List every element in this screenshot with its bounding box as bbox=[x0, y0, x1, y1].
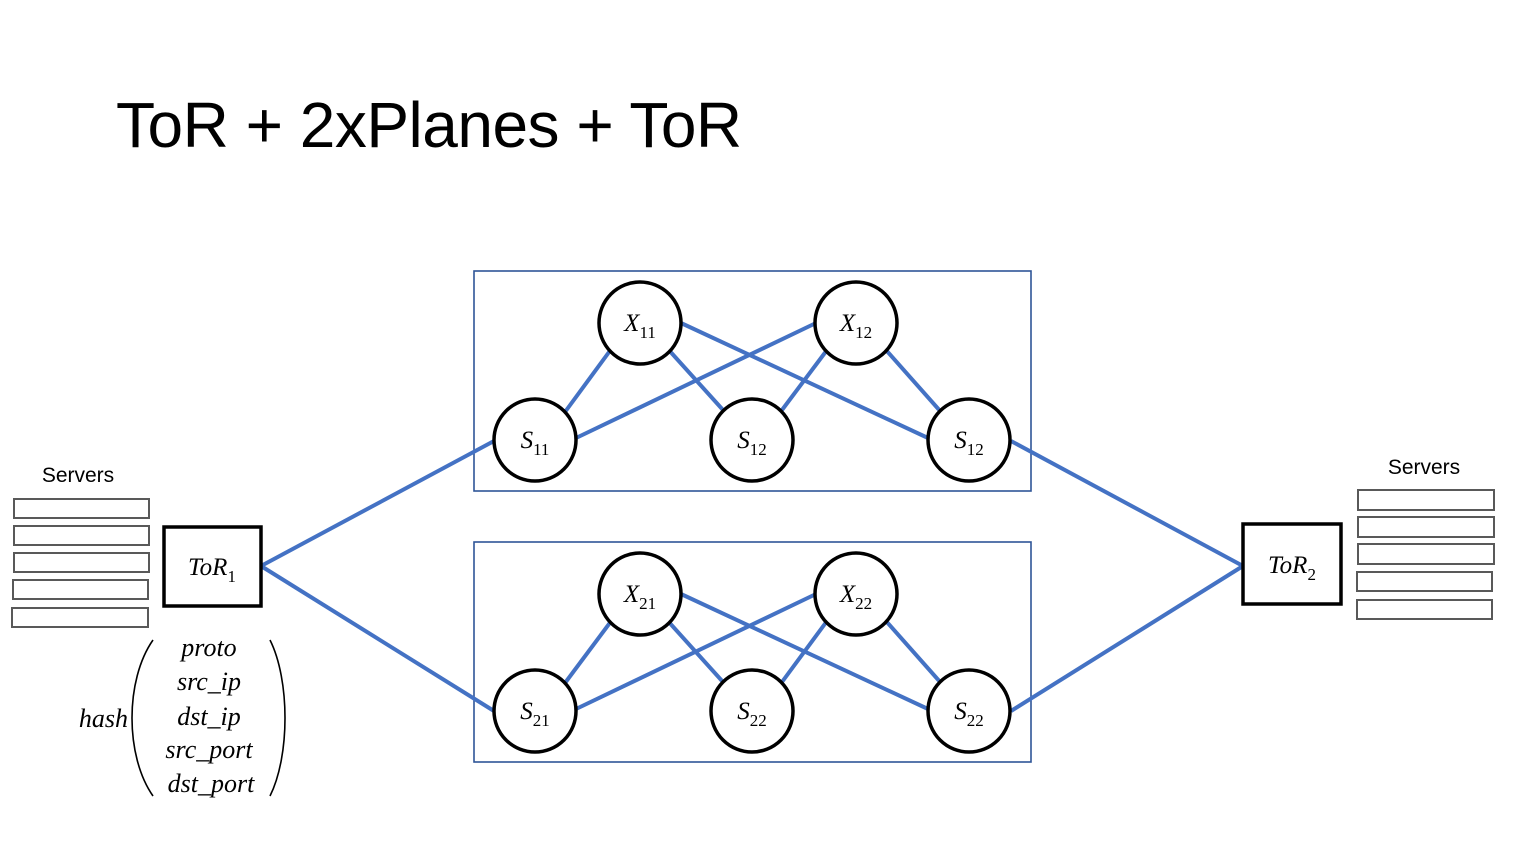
server-row bbox=[11, 607, 149, 628]
tor-uplinks bbox=[259, 439, 1245, 713]
link-x12-s12-right bbox=[884, 348, 943, 414]
node-s22-right-label: S22 bbox=[954, 698, 984, 730]
link-x22-s22-right bbox=[884, 619, 943, 685]
tor-2: ToR2 bbox=[1241, 522, 1343, 606]
node-x11-label: X11 bbox=[623, 310, 656, 342]
node-x12-label: X12 bbox=[839, 310, 872, 342]
node-x21-label: X21 bbox=[623, 581, 656, 613]
node-s12-right-label: S12 bbox=[954, 427, 984, 459]
node-s11-label: S11 bbox=[521, 427, 550, 459]
hash-field: dst_ip bbox=[177, 702, 241, 731]
plane-2-links bbox=[563, 592, 943, 711]
node-x22: X22 bbox=[813, 551, 899, 637]
link-s12-tor2 bbox=[1010, 439, 1244, 568]
server-row bbox=[1356, 571, 1493, 592]
link-x21-s21 bbox=[563, 618, 614, 685]
hash-expression: hash proto src_ip dst_ip src_port dst_po… bbox=[79, 633, 286, 798]
node-s12-mid: S12 bbox=[709, 397, 795, 483]
server-row bbox=[12, 579, 149, 600]
plane-1-links bbox=[563, 321, 943, 440]
node-s12-right: S12 bbox=[926, 397, 1012, 483]
node-s21-label: S21 bbox=[520, 698, 550, 730]
left-servers-label: Servers bbox=[42, 464, 114, 487]
plane-2-box bbox=[473, 541, 1032, 763]
server-row bbox=[1356, 599, 1493, 620]
hash-field: src_port bbox=[165, 735, 253, 764]
server-row bbox=[1357, 489, 1495, 511]
node-x22-label: X22 bbox=[839, 581, 872, 613]
server-row bbox=[1357, 543, 1495, 565]
node-x11: X11 bbox=[597, 280, 683, 366]
server-row bbox=[1357, 516, 1495, 538]
slide-title: ToR + 2xPlanes + ToR bbox=[116, 89, 742, 161]
node-s11: S11 bbox=[492, 397, 578, 483]
node-s22-mid: S22 bbox=[709, 668, 795, 754]
link-tor1-s11 bbox=[260, 439, 495, 568]
server-row bbox=[13, 498, 150, 519]
node-s22-mid-label: S22 bbox=[737, 698, 767, 730]
link-x11-s11 bbox=[563, 346, 614, 414]
node-s22-right: S22 bbox=[926, 668, 1012, 754]
link-s22-tor2 bbox=[1009, 564, 1245, 713]
link-x12-s11 bbox=[575, 321, 817, 440]
hash-field: proto bbox=[179, 633, 236, 662]
link-x12-s12-mid bbox=[780, 348, 829, 412]
left-paren bbox=[131, 639, 154, 797]
tor-1-label: ToR1 bbox=[188, 554, 236, 586]
node-x21: X21 bbox=[597, 551, 683, 637]
node-s21: S21 bbox=[492, 668, 578, 754]
plane-2-nodes: X21 X22 S21 S22 S22 bbox=[492, 551, 1012, 754]
link-x22-s22-mid bbox=[780, 619, 829, 684]
node-s12-mid-label: S12 bbox=[737, 427, 767, 459]
tor-1: ToR1 bbox=[162, 525, 263, 608]
link-x22-s21 bbox=[575, 592, 817, 711]
tor-2-label: ToR2 bbox=[1268, 552, 1316, 584]
hash-field: src_ip bbox=[177, 667, 241, 696]
plane-1-nodes: X11 X12 S11 S12 S12 bbox=[492, 280, 1012, 483]
hash-function-label: hash bbox=[79, 704, 128, 733]
server-row bbox=[13, 525, 150, 546]
right-servers-label: Servers bbox=[1388, 456, 1460, 479]
link-tor1-s21 bbox=[259, 564, 496, 713]
left-server-rack: Servers bbox=[11, 464, 150, 628]
plane-1-box bbox=[473, 270, 1032, 492]
server-row bbox=[13, 552, 150, 573]
right-paren bbox=[269, 639, 286, 797]
right-server-rack: Servers bbox=[1356, 456, 1495, 620]
node-x12: X12 bbox=[813, 280, 899, 366]
hash-field: dst_port bbox=[168, 769, 255, 798]
